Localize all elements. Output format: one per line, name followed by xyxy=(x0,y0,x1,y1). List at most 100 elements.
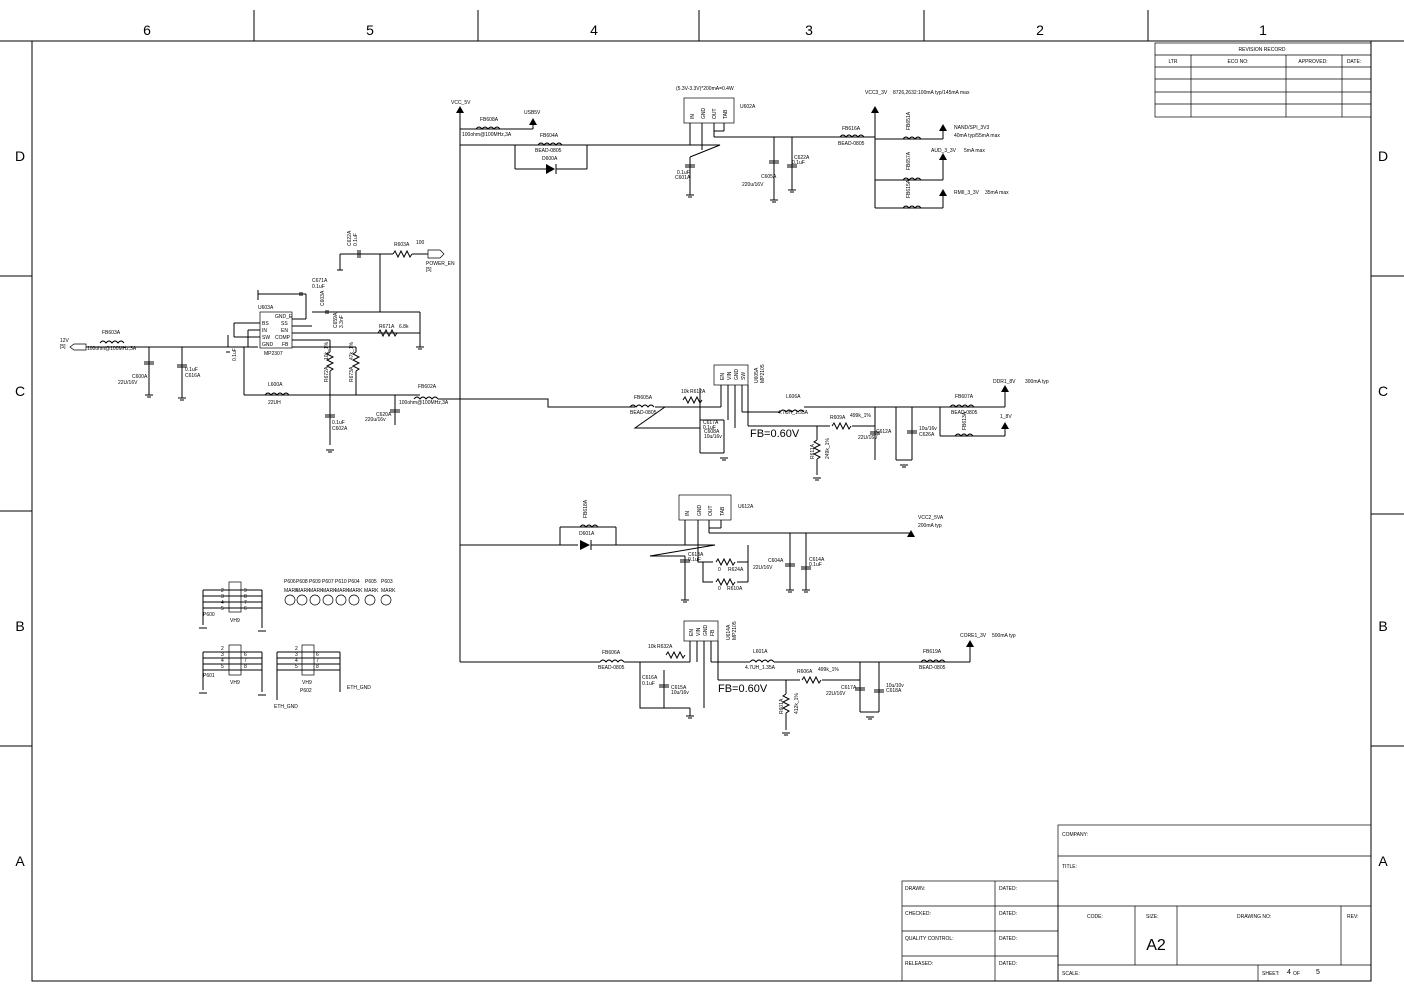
buck-mp2105-core: FB606A BEAD-0805 10k R632A C616A 0.1uF C… xyxy=(460,620,1016,736)
c603-ref: C603A xyxy=(320,290,326,306)
u603-pin: SS xyxy=(281,321,288,327)
revision-header: ECO NO: xyxy=(1227,59,1248,65)
pin-num: 3 xyxy=(221,594,224,600)
drawing-frame: 6 5 4 3 2 1 D C B A D C B A xyxy=(0,10,1404,982)
c626-ref: C626A xyxy=(919,432,935,438)
net-vcc33: VCC3_3V xyxy=(865,90,888,96)
mark-ref: P604 xyxy=(348,579,360,585)
u605-ref: U605A xyxy=(754,367,760,383)
c612-ref: C612A xyxy=(876,429,892,435)
r601-val: 412k_1% xyxy=(794,693,800,714)
c617-ref: C617A xyxy=(703,420,719,426)
c615-ref: C615A xyxy=(671,685,687,691)
row-label: D xyxy=(15,148,25,164)
ldo-u612a: FB618A D601A U612A IN GND OUT TAB C613A … xyxy=(460,494,944,603)
u614-pin: FB xyxy=(710,629,716,636)
fb603-val: 100ohm@100MHz,3A xyxy=(87,346,137,352)
r610-ref: R610A xyxy=(727,586,743,592)
u605-part: MP2105 xyxy=(760,364,766,383)
c622b-val: 0.1uF xyxy=(353,233,359,246)
c616b-ref: C616A xyxy=(642,675,658,681)
c617-val: 0.1uF xyxy=(703,425,716,431)
mark-label: MARK xyxy=(309,588,324,594)
c604-ref: C604A xyxy=(768,558,784,564)
mark-ref: P608 xyxy=(296,579,308,585)
p600-type: VH9 xyxy=(230,618,240,624)
c600-ref: C600A xyxy=(132,374,148,380)
revision-title: REVISION RECORD xyxy=(1239,47,1286,53)
c605-ref: C605A xyxy=(761,174,777,180)
u612-pin: OUT xyxy=(708,505,714,516)
c616-val: 0.1uF xyxy=(185,367,198,373)
u603-pin: BS xyxy=(262,321,269,327)
ldo-spec: (5.3V-3.3V)*200mA=0.4W xyxy=(676,86,734,92)
c608-val: 10u/16v xyxy=(704,434,722,440)
fb615-ref: FB615A xyxy=(906,179,912,198)
c615-val: 10u/16v xyxy=(671,690,689,696)
u602-pin: TAB xyxy=(723,109,729,119)
pin-num: 2 xyxy=(221,646,224,652)
u605-pin: SW xyxy=(741,372,747,380)
net-power-en-sheet: [5] xyxy=(426,267,432,273)
u612-ref: U612A xyxy=(738,504,754,510)
c623-val: 0.1uF xyxy=(232,348,238,361)
fb651-ref: FB651A xyxy=(906,111,912,130)
mark-label: MARK xyxy=(296,588,311,594)
row-label: A xyxy=(1378,853,1388,869)
vcc25-note: 200mA typ xyxy=(918,523,942,529)
r673-ref: R673A xyxy=(349,366,355,382)
r609-ref: R609A xyxy=(830,415,846,421)
r624-ref: R624A xyxy=(728,567,744,573)
r632-ref: R632A xyxy=(657,644,673,650)
c671-val: 0.1uF xyxy=(312,284,325,290)
title-label: TITLE: xyxy=(1062,864,1077,870)
c620-val: 220u/16v xyxy=(365,417,386,423)
u605-pin: VIN xyxy=(727,371,733,380)
col-label: 3 xyxy=(805,22,813,38)
d600-ref: D600A xyxy=(542,156,558,162)
c659-ref: C659A xyxy=(333,312,339,328)
pin-num: 4 xyxy=(295,658,298,664)
core-note: 500mA typ xyxy=(992,633,1016,639)
scale-label: SCALE: xyxy=(1062,971,1080,977)
fb602-ref: FB602A xyxy=(418,384,437,390)
mark-ref: P605 xyxy=(365,579,377,585)
fb605-val: BEAD-0805 xyxy=(630,410,657,416)
l601-ref: L601A xyxy=(753,649,768,655)
d601-ref: D601A xyxy=(579,531,595,537)
pin-num: 9 xyxy=(244,588,247,594)
c626-val: 10u/16v xyxy=(919,426,937,432)
c613-val: 0.1uF xyxy=(688,557,701,563)
c601-val: 0.1uF xyxy=(677,170,690,176)
u603-pin: GND xyxy=(262,342,274,348)
of-label: OF xyxy=(1293,971,1300,977)
col-label: 5 xyxy=(366,22,374,38)
net-vcc5: VCC_5V xyxy=(451,100,471,106)
u612-pin: GND xyxy=(697,505,703,517)
aud-note: 5mA max xyxy=(964,148,985,154)
buck-mp2307: 12V [5] FB603A 100ohm@100MHz,3A C600A 22… xyxy=(60,230,635,453)
sheet-label: SHEET: xyxy=(1262,971,1280,977)
vcc5-bus: VCC_5V FB608A 100ohm@100MHz,3A USB5V D60… xyxy=(451,100,690,662)
r624-val: 0 xyxy=(718,567,721,573)
u605-pin: GND xyxy=(734,369,740,381)
pin-num: 8 xyxy=(316,664,319,670)
c622b-ref: C622A xyxy=(347,230,353,246)
u603-pin: SW xyxy=(262,335,270,341)
r673-val: 47k_1% xyxy=(349,341,355,360)
pin-num: 8 xyxy=(244,594,247,600)
r632-val: 10k xyxy=(648,644,657,650)
pin-num: 6 xyxy=(244,606,247,612)
net-ddr: DDR1_8V xyxy=(993,379,1016,385)
header-p602: 2 3 4 5 6 7 8 VH9 P602 ETH_GND ETH_GND xyxy=(274,644,371,710)
fb657-ref: FB657A xyxy=(906,151,912,170)
l601-val: 4.7UH_1.35A xyxy=(745,665,776,671)
size-value: A2 xyxy=(1146,937,1166,954)
mark-ref: P609 xyxy=(309,579,321,585)
r610-val: 0 xyxy=(718,586,721,592)
c608-ref: C608A xyxy=(704,429,720,435)
r612-ref: R612A xyxy=(690,389,706,395)
c617b-ref: C617A xyxy=(841,685,857,691)
fb607-val: BEAD-0805 xyxy=(951,410,978,416)
l606-ref: L606A xyxy=(786,394,801,400)
